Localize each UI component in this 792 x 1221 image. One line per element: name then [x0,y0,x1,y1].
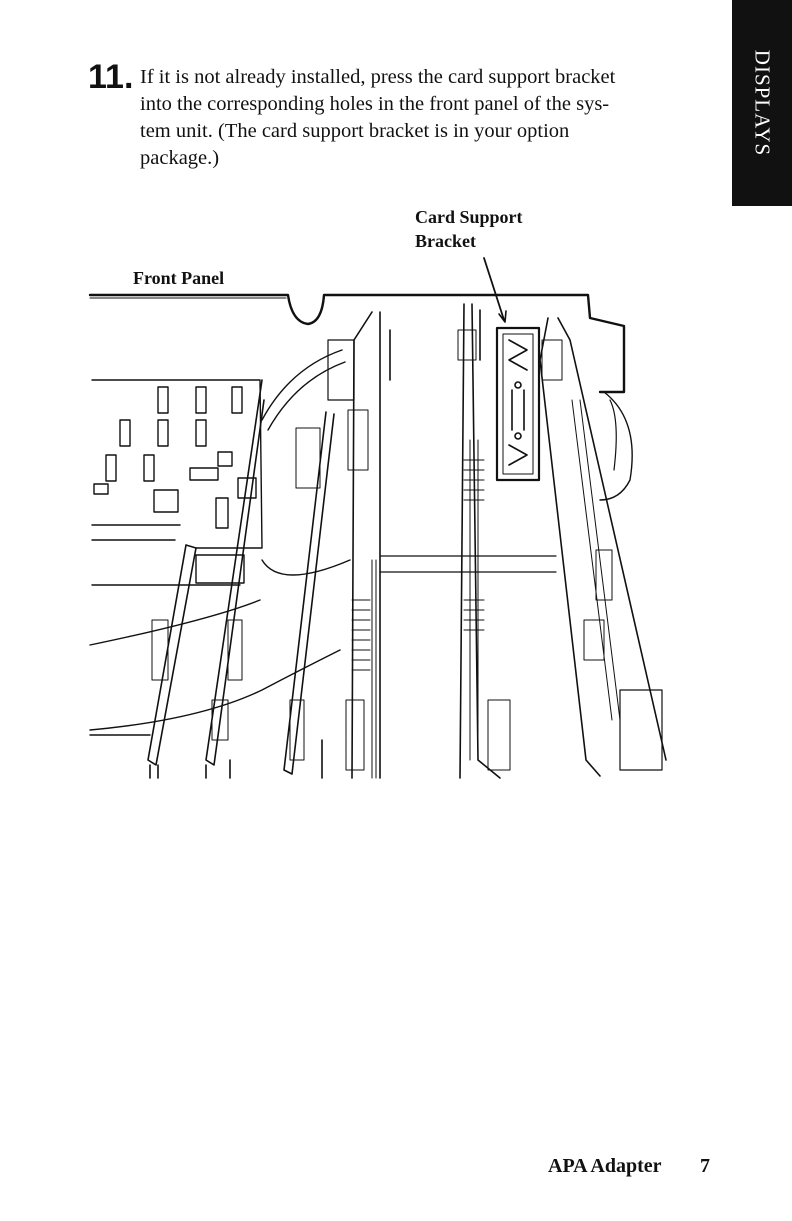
adapter-card-1-drawing [148,545,196,778]
card-support-bracket-illustration [0,0,792,800]
adapter-card-4-drawing [328,312,390,778]
card-support-bracket-drawing [497,328,539,480]
adapter-card-3-drawing [284,412,334,778]
adapter-card-5-drawing [458,304,510,778]
bracket-leader-line [484,258,504,320]
page-number: 7 [700,1155,710,1178]
adapter-card-2-drawing [206,380,264,778]
card-support-bracket-label: Card Support Bracket [415,205,523,253]
adapter-card-6-drawing [540,318,666,776]
front-panel-label: Front Panel [133,266,224,290]
footer-section-title: APA Adapter [548,1155,662,1178]
